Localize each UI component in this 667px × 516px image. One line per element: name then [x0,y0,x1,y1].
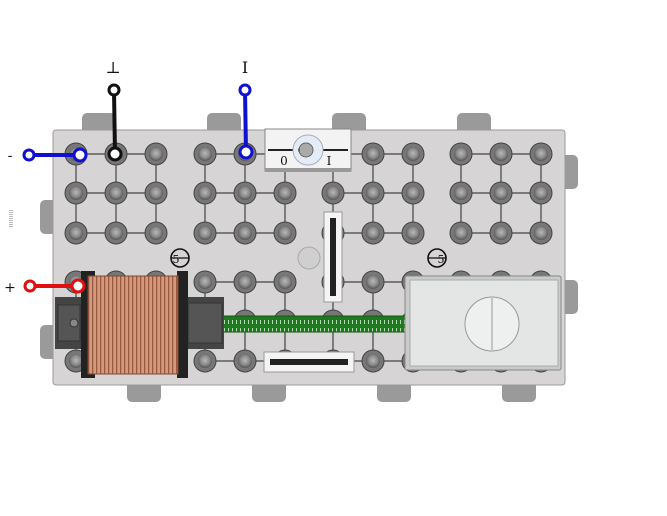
socket[interactable] [489,221,513,245]
bracket-marker-left-label: 5 [173,253,180,266]
lamp-box[interactable] [404,275,562,371]
socket[interactable] [104,221,128,245]
socket[interactable] [104,181,128,205]
socket[interactable] [529,142,553,166]
plus-terminal-label: + [4,280,16,296]
socket[interactable] [64,181,88,205]
vertical-resistor[interactable] [323,211,343,303]
socket[interactable] [361,181,385,205]
ground-wire[interactable]: ⊥ [105,58,123,162]
minus-wire[interactable]: - [8,147,88,164]
socket[interactable] [529,221,553,245]
ground-symbol-label: ⊥ [105,58,120,77]
socket[interactable] [273,181,297,205]
minus-terminal-label: - [8,148,13,164]
socket[interactable] [489,142,513,166]
bracket-marker-left: 5 [170,248,190,268]
coil-icon [87,275,179,375]
socket[interactable] [361,349,385,373]
socket[interactable] [401,221,425,245]
side-marker-icon [9,210,13,228]
socket[interactable] [233,181,257,205]
socket[interactable] [144,181,168,205]
socket[interactable] [273,270,297,294]
bracket-marker-right-label: 5 [438,253,445,266]
empty-socket [297,246,321,270]
socket[interactable] [361,221,385,245]
socket[interactable] [401,142,425,166]
socket[interactable] [361,142,385,166]
input-wire[interactable]: I [238,58,254,160]
switch-off-label: 0 [280,154,288,168]
socket[interactable] [144,221,168,245]
socket[interactable] [193,270,217,294]
coil[interactable] [55,271,224,378]
bracket-marker-right: 5 [427,248,447,268]
socket[interactable] [233,270,257,294]
plus-wire[interactable]: + [4,278,86,296]
socket[interactable] [64,221,88,245]
socket[interactable] [529,181,553,205]
socket[interactable] [489,181,513,205]
socket[interactable] [361,270,385,294]
input-symbol-label: I [242,58,248,77]
socket[interactable] [233,349,257,373]
socket[interactable] [449,221,473,245]
socket[interactable] [193,349,217,373]
socket[interactable] [233,221,257,245]
horizontal-resistor[interactable] [263,351,355,373]
socket[interactable] [449,181,473,205]
socket[interactable] [449,142,473,166]
socket[interactable] [193,181,217,205]
socket[interactable] [321,181,345,205]
switch-on-label: I [327,154,332,168]
socket[interactable] [193,142,217,166]
socket[interactable] [401,181,425,205]
socket[interactable] [144,142,168,166]
socket[interactable] [273,221,297,245]
toggle-switch[interactable]: 0 I [264,128,352,172]
socket[interactable] [193,221,217,245]
resistor-icon [330,218,336,296]
